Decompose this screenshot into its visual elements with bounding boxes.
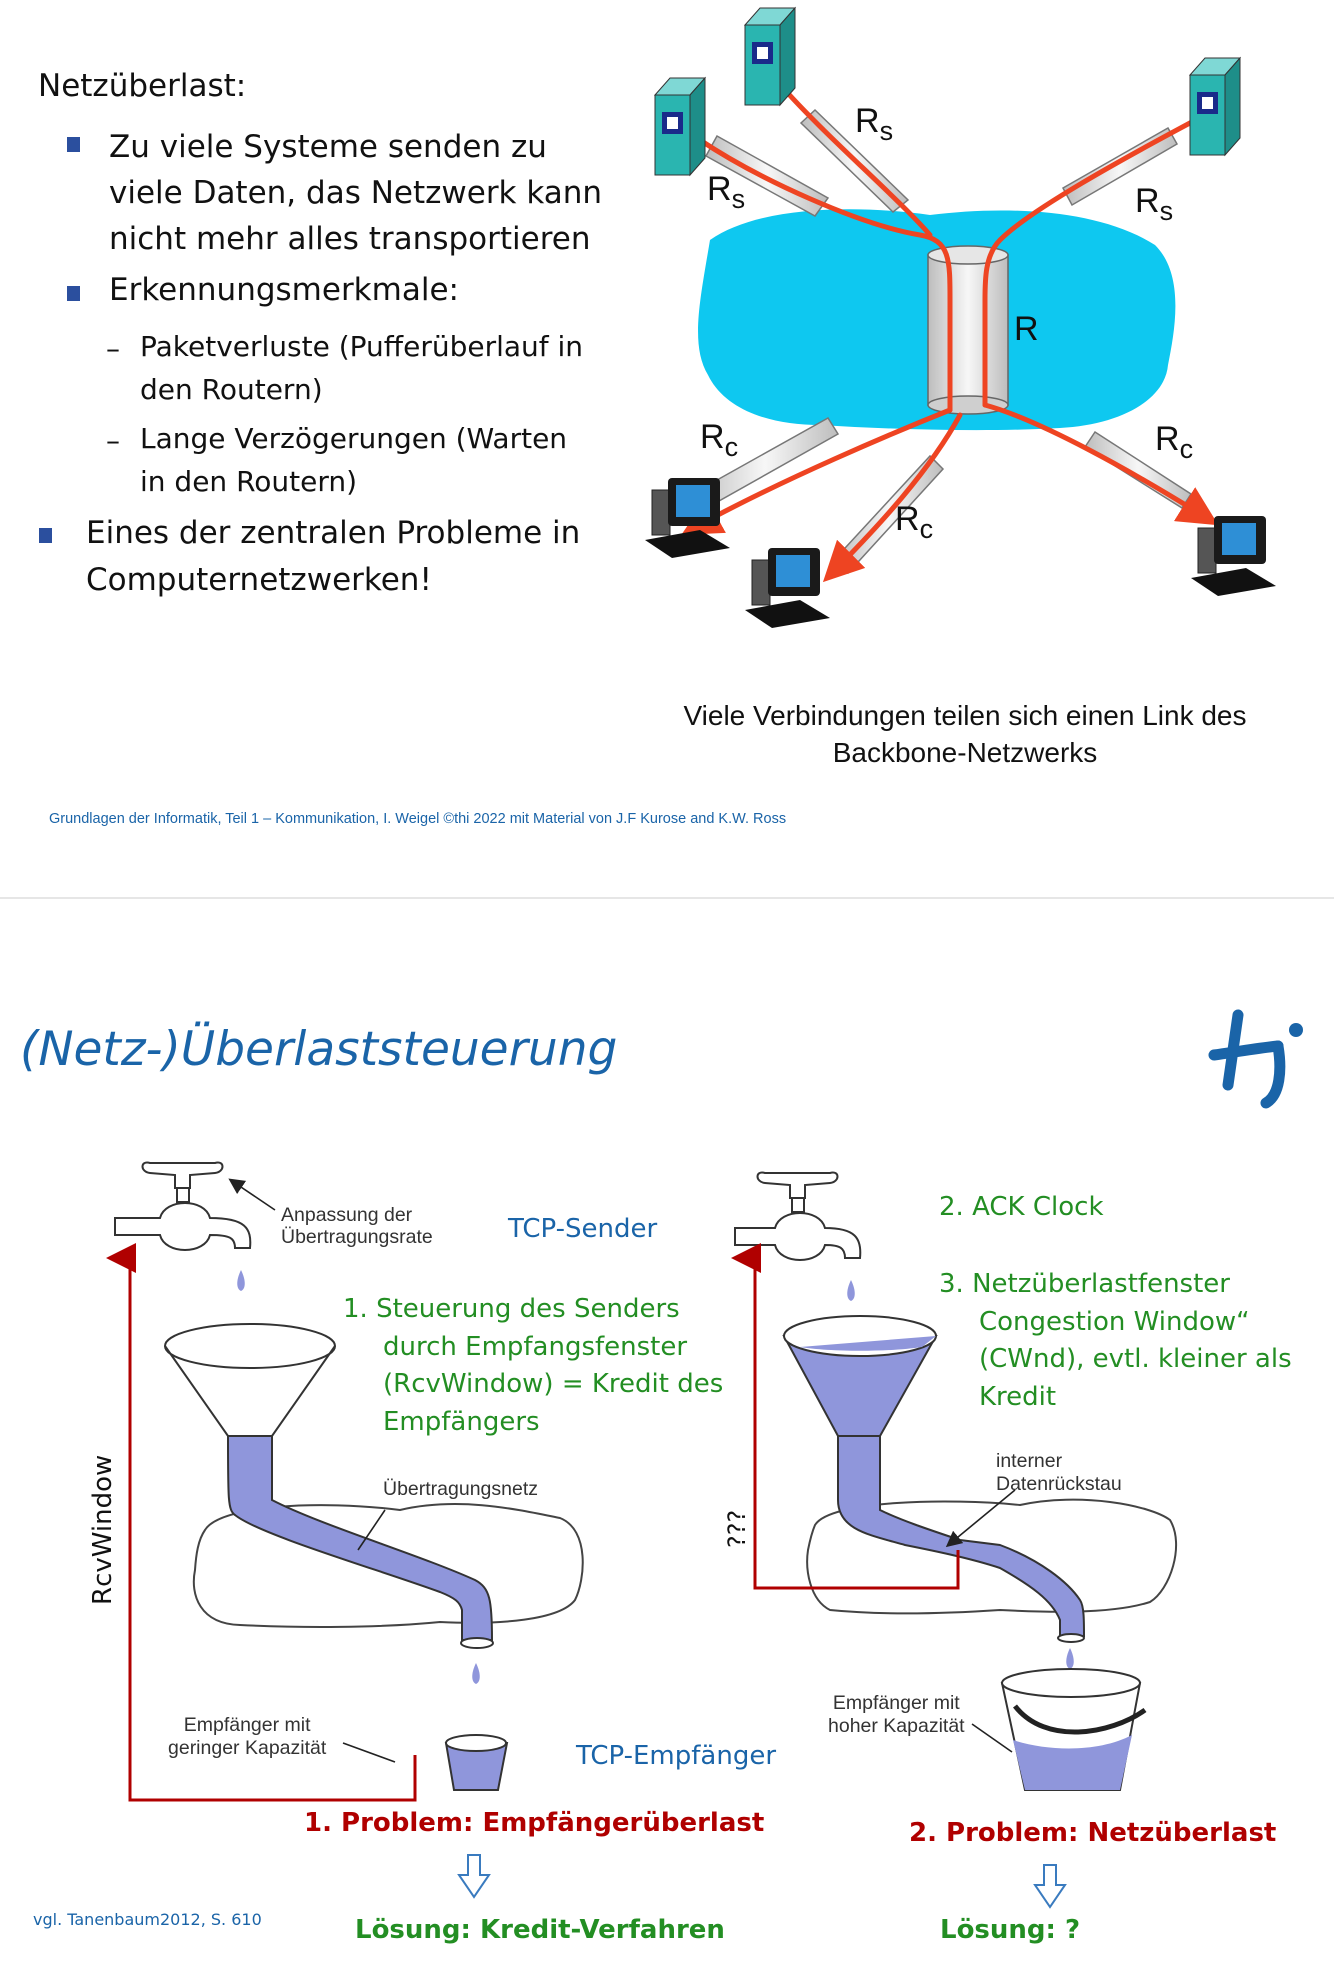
point3-text: 3. Netzüberlastfenster Congestion Window… <box>939 1269 1292 1412</box>
water-drop <box>847 1280 855 1301</box>
computer-icon <box>745 548 830 628</box>
slide2-title: (Netz-)Überlaststeuerung <box>20 1022 618 1077</box>
bucket-icon <box>1000 1668 1147 1791</box>
bullet-marker <box>67 137 80 152</box>
bullet-too-many-systems: Zu viele Systeme senden zu viele Daten, … <box>109 129 603 257</box>
slide-footer: Grundlagen der Informatik, Teil 1 – Komm… <box>49 811 787 827</box>
arrow-down-icon <box>1033 1864 1067 1909</box>
dash: – <box>106 332 120 365</box>
rcvwindow-feedback <box>106 1243 417 1802</box>
tcp-sender-label: TCP-Sender <box>508 1214 658 1244</box>
faucet-icon <box>734 1171 862 1261</box>
uebertragungsnetz-label: Übertragungsnetz <box>383 1478 539 1500</box>
dash: – <box>106 424 120 457</box>
unknown-feedback <box>731 1243 960 1590</box>
empfaenger-gering-label: Empfänger mit geringer Kapazität <box>168 1714 327 1759</box>
solution1-label: Lösung: Kredit-Verfahren <box>355 1915 725 1945</box>
bullet-detection: Erkennungsmerkmale: <box>109 272 459 308</box>
arrow-down-icon <box>457 1854 491 1899</box>
interner-rueckstau-label: interner Datenrückstau <box>996 1450 1122 1495</box>
server-icon <box>1188 56 1242 157</box>
point1-text: 1. Steuerung des Senders durch Empfangsf… <box>343 1294 724 1437</box>
funnel-icon <box>164 1323 336 1437</box>
flow-lines <box>681 87 1219 583</box>
slide-divider <box>0 897 1334 899</box>
rc-label: Rc <box>895 500 934 544</box>
water-tube <box>226 1435 494 1641</box>
computer-icon <box>645 478 730 558</box>
bullet-marker <box>67 286 80 301</box>
water-drop <box>472 1663 480 1684</box>
empfaenger-hoch-label: Empfänger mit hoher Kapazität <box>828 1692 965 1737</box>
rc-label: Rc <box>1155 420 1194 464</box>
server-icon <box>653 76 707 177</box>
point2-text: 2. ACK Clock <box>939 1192 1104 1222</box>
water-drop <box>237 1270 245 1291</box>
rs-label: Rs <box>1135 182 1174 226</box>
rc-label: Rc <box>700 418 739 462</box>
water-drop <box>1066 1648 1074 1669</box>
problem1-label: 1. Problem: Empfängerüberlast <box>304 1808 765 1838</box>
reference-label: vgl. Tanenbaum2012, S. 610 <box>33 1910 262 1929</box>
anpassung-label: Anpassung der Übertragungsrate <box>281 1204 433 1248</box>
solution2-label: Lösung: ? <box>940 1915 1081 1945</box>
faucet-icon <box>114 1161 252 1251</box>
router-label: R <box>1014 310 1039 348</box>
bullet-central-problem: Eines der zentralen Probleme in Computer… <box>86 515 581 598</box>
tcp-empfaenger-label: TCP-Empfänger <box>576 1741 777 1771</box>
funnel-icon <box>782 1315 938 1437</box>
rs-label: Rs <box>707 170 746 214</box>
diagram-caption: Viele Verbindungen teilen sich einen Lin… <box>683 700 1247 768</box>
sub-packet-loss: Paketverluste (Pufferüberlauf in den Rou… <box>140 330 584 406</box>
rcvwindow-label: RcvWindow <box>88 1454 118 1605</box>
small-cup-icon <box>444 1734 509 1791</box>
bullet-marker <box>39 528 52 543</box>
sub-long-delays: Lange Verzögerungen (Warten in den Route… <box>140 422 568 498</box>
rs-label: Rs <box>855 102 894 146</box>
computer-icon <box>1191 516 1276 596</box>
problem2-label: 2. Problem: Netzüberlast <box>909 1818 1277 1848</box>
server-icon <box>743 6 797 107</box>
backbone-network-diagram <box>645 6 1276 628</box>
question-marks-label: ??? <box>723 1509 751 1548</box>
router-cylinder <box>927 245 1009 415</box>
slide1-heading: Netzüberlast: <box>38 68 247 104</box>
